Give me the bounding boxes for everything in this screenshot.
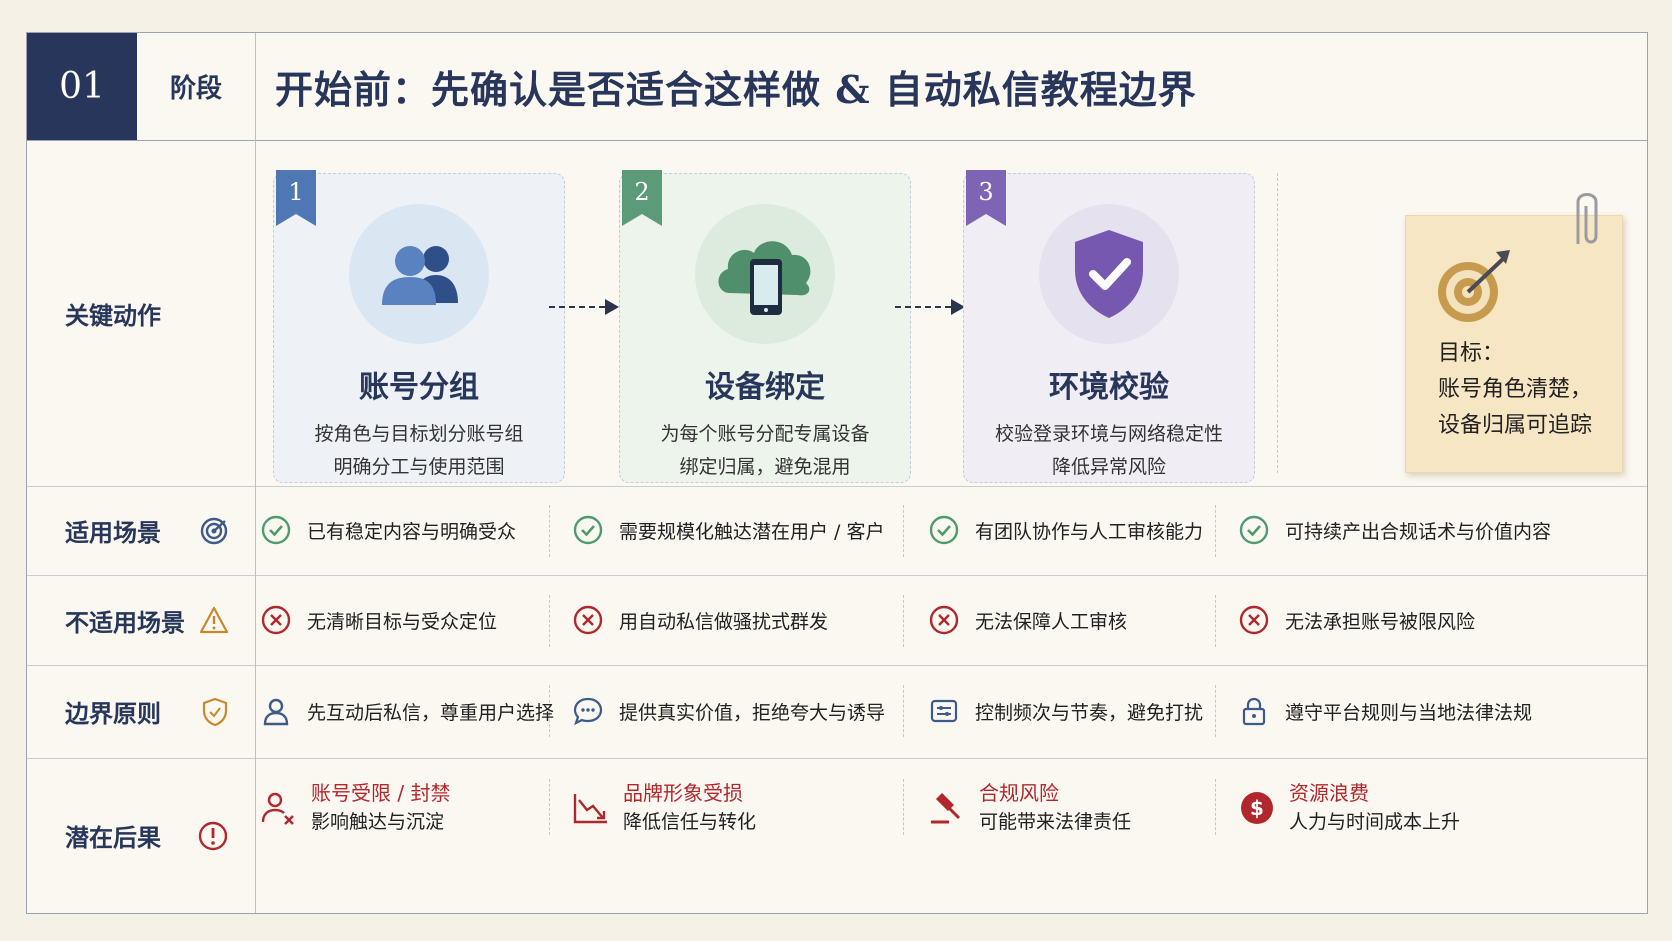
consequence-item: $ 资源浪费人力与时间成本上升: [1237, 779, 1460, 837]
consequence-title: 账号受限 / 封禁: [311, 781, 451, 805]
user-icon: [259, 694, 293, 728]
step-description: 为每个账号分配专属设备绑定归属，避免混用: [660, 423, 870, 478]
step-ribbon: 1: [276, 170, 316, 226]
row-label-principles: 边界原则: [27, 665, 255, 758]
check-circle-icon: [927, 513, 961, 547]
consequence-item: 品牌形象受损降低信任与转化: [571, 779, 756, 837]
row-label-not-applicable: 不适用场景: [27, 575, 255, 665]
trend-down-icon: [573, 794, 607, 824]
user-blocked-icon: [261, 792, 294, 825]
x-circle-icon: [571, 603, 605, 637]
x-circle-icon: [1237, 603, 1271, 637]
consequence-desc: 影响触达与沉淀: [311, 811, 445, 833]
row-label-key-actions: 关键动作: [65, 300, 161, 330]
x-circle-icon: [927, 603, 961, 637]
svg-text:$: $: [1250, 796, 1264, 820]
warning-icon: [199, 606, 229, 634]
row-label-applicable: 适用场景: [27, 486, 255, 575]
applicable-item: 可持续产出合规话术与价值内容: [1237, 513, 1551, 547]
target-icon: [200, 517, 228, 544]
step-card-environment-check: 3 环境校验 校验登录环境与网络稳定性降低异常风险: [963, 170, 1255, 483]
check-circle-icon: [1237, 513, 1271, 547]
consequence-title: 合规风险: [979, 781, 1059, 805]
paperclip-icon: [1576, 193, 1598, 244]
gavel-icon: [931, 792, 961, 824]
step-title: 账号分组: [359, 370, 479, 405]
step-card-device-binding: 2 设备绑定 为每个账号分配专属设备绑定归属，避免混用: [619, 170, 911, 483]
consequence-item: 合规风险可能带来法律责任: [927, 779, 1131, 837]
x-circle-icon: [259, 603, 293, 637]
lock-icon: [1237, 694, 1271, 728]
arrow-right-icon: [895, 297, 967, 321]
consequence-desc: 人力与时间成本上升: [1289, 811, 1461, 833]
step-title: 设备绑定: [705, 370, 825, 405]
stage-label: 阶段: [169, 74, 222, 104]
goal-note: 目标： 账号角色清楚， 设备归属可追踪: [1405, 193, 1623, 473]
not-applicable-item: 无法保障人工审核: [927, 603, 1127, 637]
cloud-phone-icon: [695, 204, 835, 344]
page-title: 开始前：先确认是否适合这样做 & 自动私信教程边界: [275, 67, 1197, 112]
not-applicable-item: 用自动私信做骚扰式群发: [571, 603, 828, 637]
principle-item: 先互动后私信，尊重用户选择: [259, 694, 554, 728]
not-applicable-item: 无清晰目标与受众定位: [259, 603, 497, 637]
chat-bubble-icon: [571, 694, 605, 728]
consequence-desc: 可能带来法律责任: [979, 811, 1132, 833]
users-icon: [349, 204, 489, 344]
consequence-title: 品牌形象受损: [623, 781, 743, 805]
check-circle-icon: [259, 513, 293, 547]
consequence-item: 账号受限 / 封禁影响触达与沉淀: [259, 779, 450, 837]
stage-number: 01: [27, 33, 137, 140]
principle-item: 遵守平台规则与当地法律法规: [1237, 694, 1532, 728]
step-ribbon: 3: [966, 170, 1006, 226]
note-line: 设备归属可追踪: [1438, 413, 1593, 438]
alert-icon: [198, 821, 228, 850]
money-icon: $: [1241, 792, 1273, 824]
step-description: 按角色与目标划分账号组明确分工与使用范围: [314, 423, 524, 478]
consequence-desc: 降低信任与转化: [623, 811, 757, 833]
row-label-consequences: 潜在后果: [27, 758, 255, 913]
principle-item: 控制频次与节奏，避免打扰: [927, 694, 1203, 728]
step-ribbon: 2: [622, 170, 662, 226]
arrow-right-icon: [549, 297, 621, 321]
note-line: 账号角色清楚，: [1438, 377, 1593, 402]
applicable-item: 已有稳定内容与明确受众: [259, 513, 516, 547]
check-circle-icon: [571, 513, 605, 547]
step-card-account-grouping: 1 账号分组 按角色与目标划分账号组明确分工与使用范围: [273, 170, 565, 483]
principle-item: 提供真实价值，拒绝夸大与诱导: [571, 694, 885, 728]
applicable-item: 需要规模化触达潜在用户 / 客户: [571, 513, 884, 547]
frequency-control-icon: [927, 694, 961, 728]
not-applicable-item: 无法承担账号被限风险: [1237, 603, 1475, 637]
step-description: 校验登录环境与网络稳定性降低异常风险: [994, 423, 1223, 478]
target-arrow-icon: [1438, 250, 1510, 322]
stage-panel: 01 阶段 开始前：先确认是否适合这样做 & 自动私信教程边界 关键动作 适用场…: [26, 32, 1648, 914]
step-title: 环境校验: [1049, 370, 1169, 405]
note-label: 目标：: [1438, 341, 1505, 366]
applicable-item: 有团队协作与人工审核能力: [927, 513, 1203, 547]
consequence-title: 资源浪费: [1289, 781, 1369, 805]
shield-icon: [202, 697, 228, 726]
shield-check-icon: [1039, 204, 1179, 344]
